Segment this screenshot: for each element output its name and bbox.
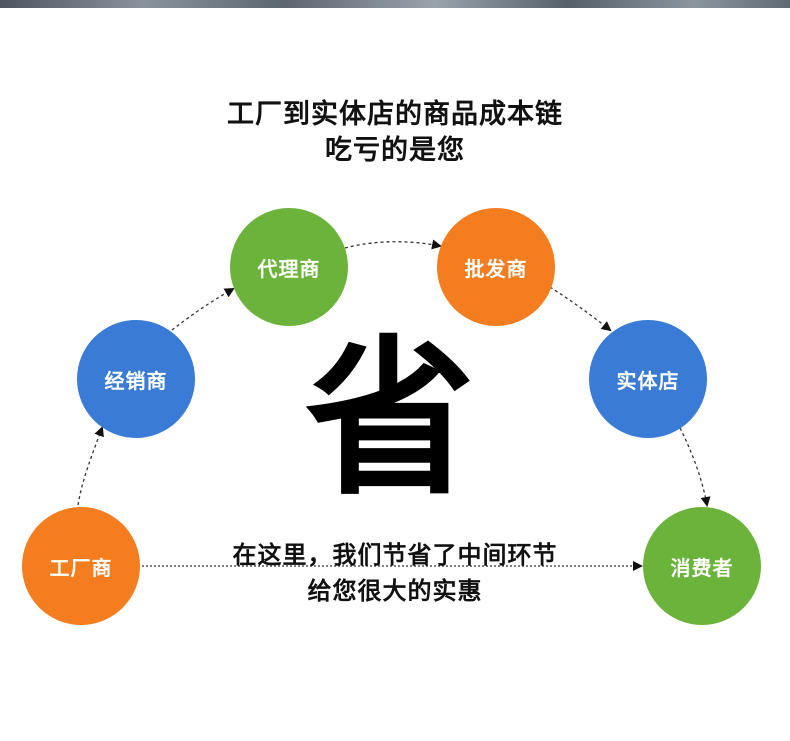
arrow-wholesaler-to-store [549,286,612,332]
node-retail-store-label: 实体店 [616,368,680,393]
node-distributor-label: 经销商 [104,368,168,393]
arrow-distributor-to-agent [171,288,235,331]
bottom-text-line-1: 在这里，我们节省了中间环节 [232,541,558,569]
headline-line-2: 吃亏的是您 [325,135,465,166]
center-save-character: 省 [304,321,475,519]
bottom-text-line-2: 给您很大的实惠 [307,577,483,605]
arrow-agent-to-wholesaler [344,239,442,250]
node-agent: 代理商 [230,208,348,326]
headline-line-1: 工厂到实体店的商品成本链 [227,99,563,130]
node-factory-label: 工厂商 [49,555,113,580]
node-wholesaler: 批发商 [437,208,555,326]
node-consumer-label: 消费者 [670,555,734,580]
node-distributor: 经销商 [77,320,195,438]
node-consumer: 消费者 [643,507,761,625]
arrow-store-to-consumer [679,427,711,507]
top-banner-strip [0,0,790,8]
node-factory: 工厂商 [22,507,140,625]
node-retail-store: 实体店 [589,320,707,438]
arrow-factory-to-distributor [77,426,104,506]
node-agent-label: 代理商 [257,256,321,281]
node-wholesaler-label: 批发商 [464,256,528,281]
